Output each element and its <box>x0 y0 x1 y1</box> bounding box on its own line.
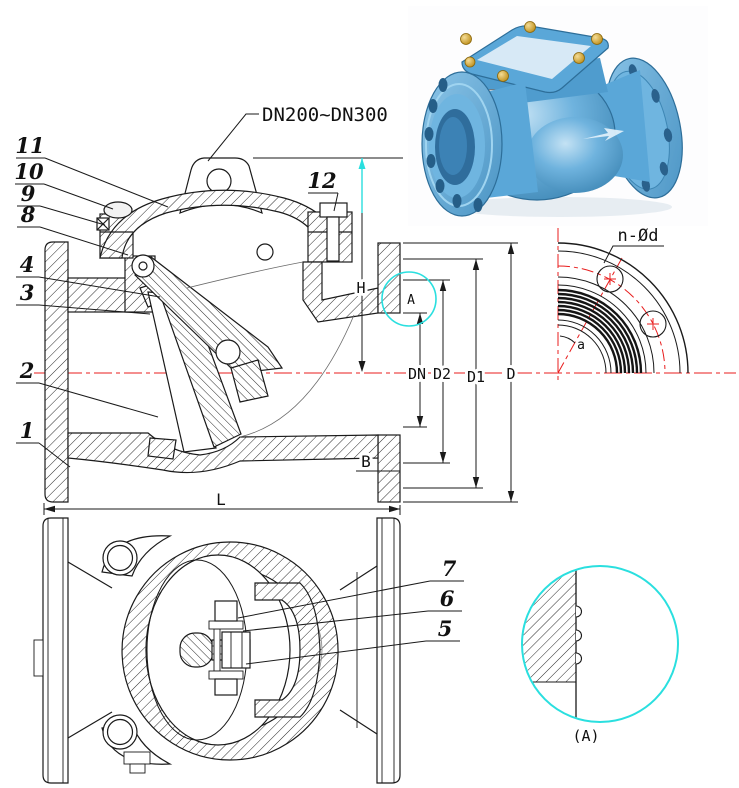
size-range-label: DN200~DN300 <box>262 104 388 126</box>
hinge-tab <box>123 751 151 765</box>
bolt12-head <box>319 202 348 218</box>
product-photo <box>408 6 708 226</box>
size-range-leader <box>207 113 259 162</box>
dim-DN: DN <box>408 365 426 383</box>
detail-hatch-region <box>523 567 576 682</box>
bonnet-bolt-head-left <box>103 201 133 219</box>
text-labels: DN200~DN300 11 10 9 8 4 3 2 1 12 7 6 5 H… <box>14 104 658 745</box>
dimension-lines <box>43 157 518 515</box>
dim-H: H <box>356 279 365 297</box>
bolt-hole-1 <box>596 265 624 293</box>
hex-nut-side <box>221 631 251 669</box>
detail-a-marker-circle <box>381 271 437 327</box>
disc-pivot-boss <box>215 339 241 365</box>
photo-gold-bolts <box>460 21 603 82</box>
detail-serration-bumps <box>575 605 582 665</box>
photo-shadow <box>448 197 672 217</box>
bolt-spec-label: n-Ød <box>618 226 659 246</box>
swing-arm-lower-section <box>230 359 269 403</box>
bolt-spec-leader <box>603 245 664 264</box>
hinge-pin-right <box>256 243 274 261</box>
detail-marker-A: A <box>407 293 415 308</box>
photo-flow-arrow <box>583 128 624 141</box>
left-flange-tab <box>33 639 44 677</box>
callout-1: 1 <box>20 418 35 443</box>
detail-a-circle <box>521 565 679 723</box>
bolt-hole-crosses <box>604 273 659 330</box>
bottom-view <box>33 517 401 784</box>
dim-B: B <box>361 452 371 471</box>
callout-4: 4 <box>20 252 35 277</box>
right-flange-upper-section <box>377 242 401 314</box>
outlet-passage-line <box>239 314 355 438</box>
seat-lower-section <box>147 437 177 460</box>
photo-body-bulge <box>527 117 623 193</box>
flange-serrations <box>557 288 643 374</box>
callout-leaders <box>15 113 464 665</box>
callout-9: 9 <box>21 181 36 206</box>
cavity-line <box>186 261 304 289</box>
callout-5: 5 <box>438 616 453 641</box>
dim-L: L <box>216 490 226 509</box>
callout-8: 8 <box>20 202 36 227</box>
dim-D: D <box>506 365 515 383</box>
top-lock-nut <box>214 600 238 622</box>
right-flange-lower-section <box>377 434 401 503</box>
photo-left-flange <box>421 71 538 217</box>
arm-end-section <box>179 632 214 668</box>
dim-D2: D2 <box>433 365 451 383</box>
bolt-circle <box>557 265 666 374</box>
callout-11: 11 <box>15 133 44 158</box>
lug-hole <box>206 168 232 194</box>
washer-plate <box>213 628 221 672</box>
callout-6: 6 <box>440 586 455 611</box>
bolt12-shank <box>326 216 340 262</box>
detail-caption: (A) <box>572 727 599 745</box>
main-section-view <box>44 157 401 503</box>
angle-a-leader <box>559 335 576 344</box>
photo-bonnet-top-face <box>477 36 591 79</box>
callout-7: 7 <box>442 556 457 581</box>
bottom-right-flange <box>376 517 401 784</box>
dim-D1: D1 <box>467 368 485 386</box>
right-shoulder-section <box>302 261 379 323</box>
callout-10: 10 <box>14 159 44 184</box>
bolt-hole-2 <box>639 310 667 338</box>
bolt-radial-line <box>557 257 623 374</box>
bottom-washer <box>208 670 244 680</box>
callout-12: 12 <box>307 168 336 193</box>
detail-a-view <box>523 567 582 719</box>
flange-end-view <box>557 242 689 374</box>
top-washer <box>208 620 244 630</box>
bottom-wall-section <box>67 432 379 474</box>
angle-a-label: a <box>577 338 585 353</box>
bottom-lock-nut <box>214 678 238 696</box>
bottom-left-flange <box>42 517 69 784</box>
callout-2: 2 <box>19 358 35 383</box>
callout-3: 3 <box>20 280 35 305</box>
